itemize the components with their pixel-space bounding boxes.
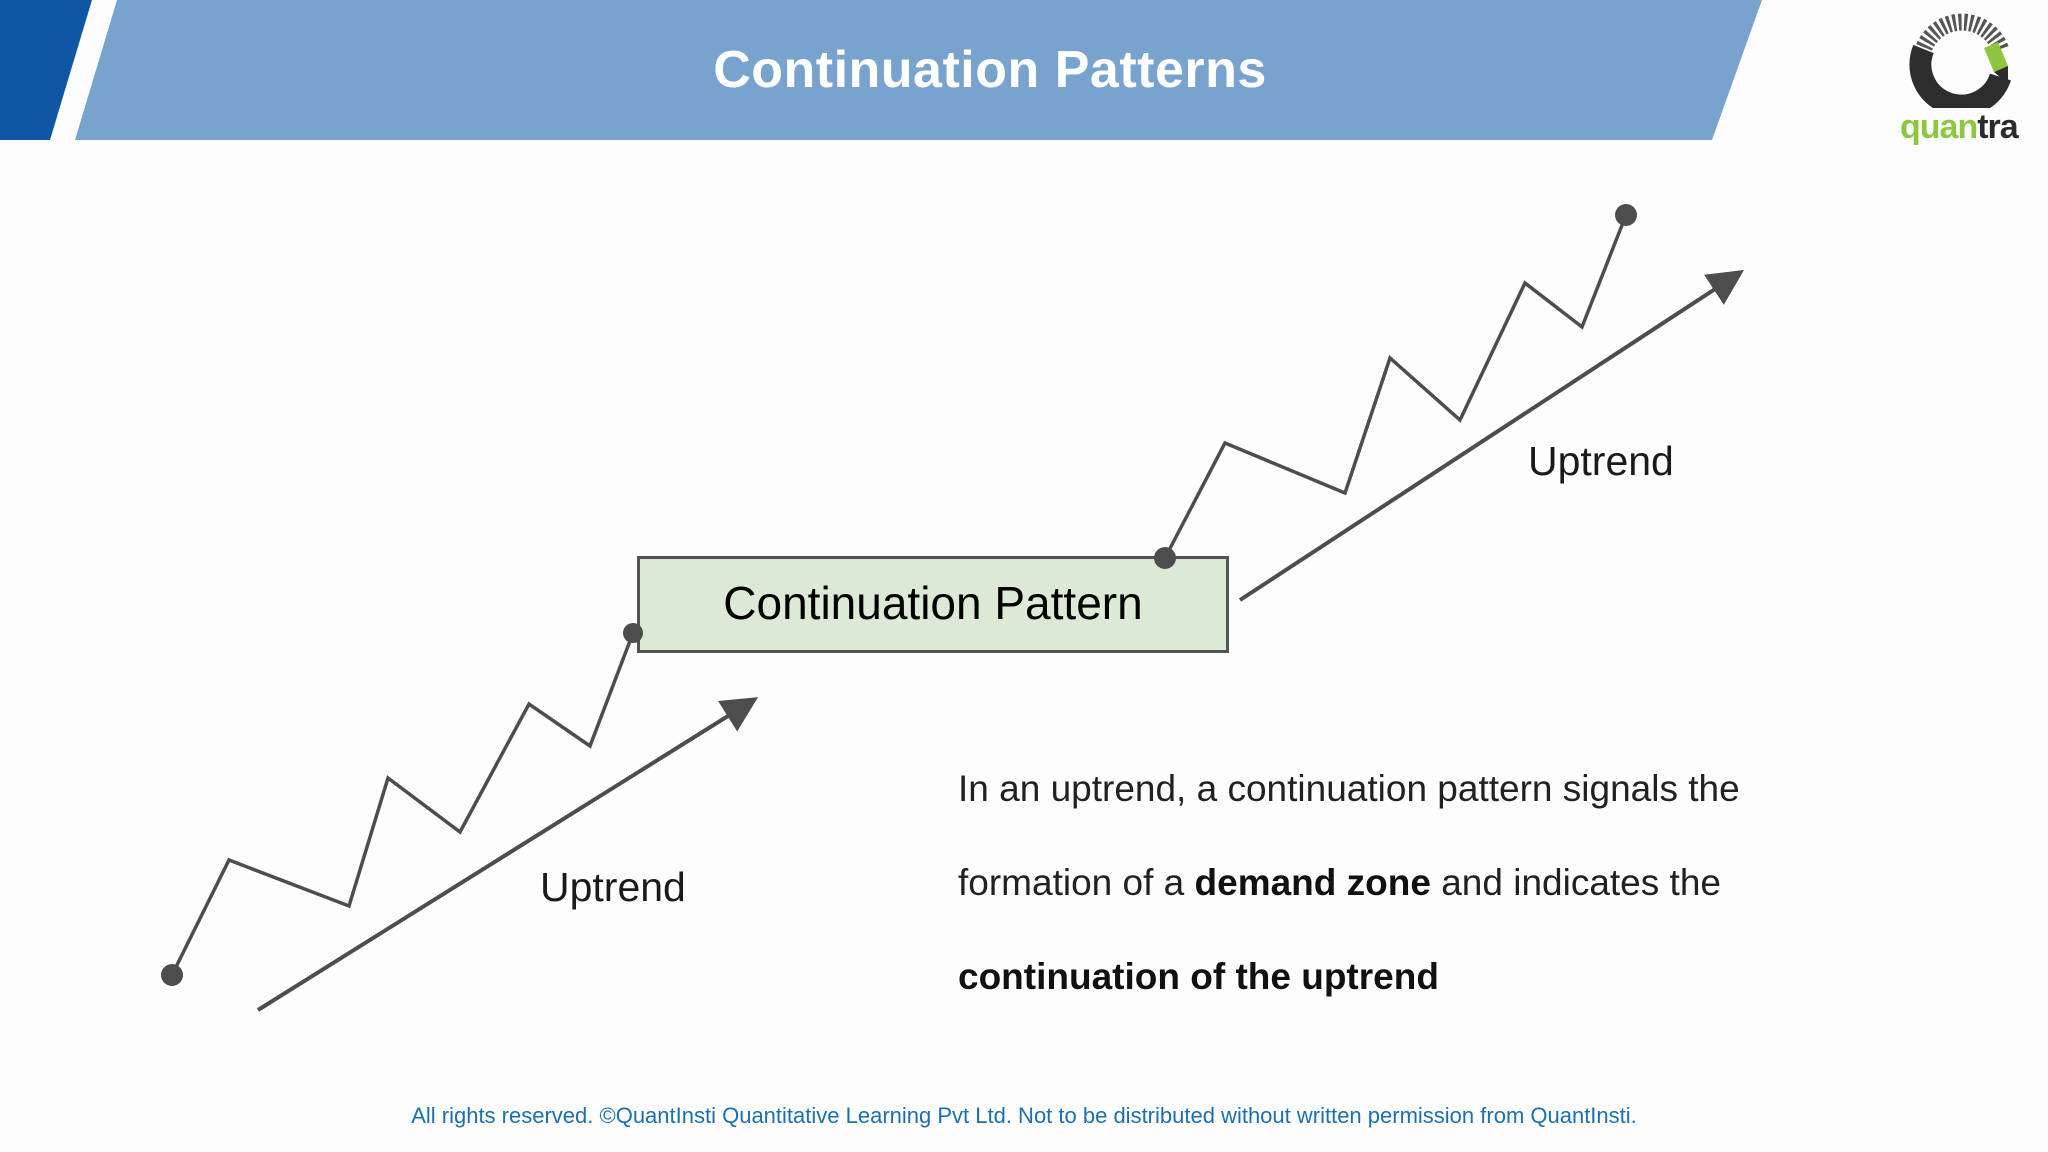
body-line-2: formation of a demand zone and indicates…	[958, 836, 1898, 930]
logo-texture-arc	[1915, 13, 2009, 53]
left-zigzag-start-dot	[161, 964, 183, 986]
left-zigzag-end-dot	[623, 623, 643, 643]
right-zigzag-start-dot	[1154, 547, 1176, 569]
continuation-pattern-box-label: Continuation Pattern	[723, 577, 1143, 629]
left-zigzag-price-line	[170, 632, 635, 976]
body-line-3-bold: continuation of the uptrend	[958, 956, 1439, 997]
body-text: In an uptrend, a continuation pattern si…	[958, 742, 1898, 1024]
logo-q-arc	[1909, 44, 2011, 117]
right-zigzag-price-line	[1163, 214, 1628, 559]
logo-text-green: quan	[1900, 108, 1978, 146]
left-trendline-arrow	[256, 697, 759, 1012]
header-banner: Continuation Patterns	[0, 0, 2048, 140]
quantra-logo: quantra	[1896, 8, 2048, 150]
body-line-1: In an uptrend, a continuation pattern si…	[958, 742, 1898, 836]
quantra-logo-mark-icon	[1909, 13, 2011, 117]
page-title: Continuation Patterns	[713, 41, 1267, 99]
right-uptrend-label: Uptrend	[1528, 438, 1674, 484]
body-line-2-post: and indicates the	[1430, 862, 1721, 903]
logo-text-dark: tra	[1977, 108, 2018, 146]
logo-wordmark: quantra	[1900, 108, 2048, 147]
body-line-2-bold: demand zone	[1194, 862, 1431, 903]
footer-copyright: All rights reserved. ©QuantInsti Quantit…	[411, 1103, 1637, 1128]
body-line-2-pre: formation of a	[958, 862, 1195, 903]
right-zigzag-end-dot	[1615, 204, 1637, 226]
logo-pencil-tip	[1994, 66, 2008, 84]
header-band	[75, 0, 1762, 140]
continuation-pattern-box: Continuation Pattern	[637, 556, 1229, 653]
left-uptrend-label: Uptrend	[540, 864, 686, 910]
right-trendline-arrow	[1238, 270, 1745, 602]
body-line-1-text: In an uptrend, a continuation pattern si…	[958, 768, 1740, 809]
logo-pencil-icon	[1984, 42, 2008, 72]
body-line-3: continuation of the uptrend	[958, 930, 1898, 1024]
